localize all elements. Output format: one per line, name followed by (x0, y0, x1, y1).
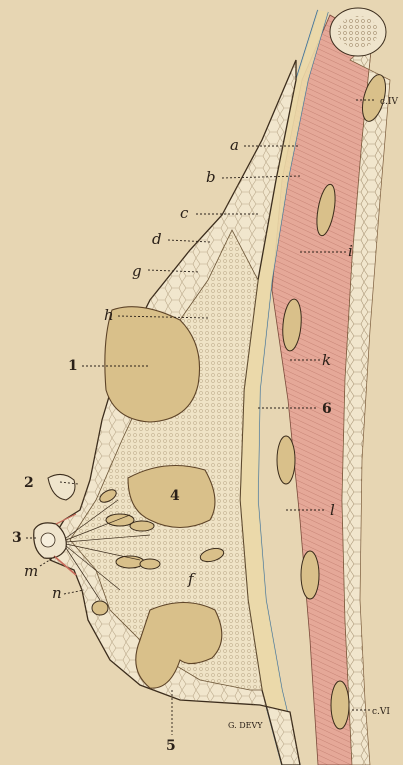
label-h: h (104, 306, 114, 324)
label-c4: c.IV (380, 97, 398, 107)
label-k: k (322, 351, 331, 369)
artist-signature: G. DEVY (228, 721, 263, 730)
rib-section (331, 681, 349, 729)
label-d: d (152, 230, 162, 248)
label-6: 6 (322, 401, 332, 417)
label-a: a (230, 136, 239, 154)
label-4: 4 (170, 488, 180, 504)
label-g: g (132, 262, 142, 280)
label-1: 1 (68, 358, 78, 374)
label-c6: c.VI (372, 707, 390, 717)
label-i: i (348, 242, 353, 260)
label-m: m (24, 562, 38, 580)
label-2: 2 (24, 475, 34, 491)
rib-section (277, 436, 295, 484)
label-c: c (180, 204, 189, 222)
label-l: l (330, 501, 335, 519)
label-n: n (52, 584, 62, 602)
label-5: 5 (166, 738, 176, 754)
rib-section (301, 551, 319, 599)
label-3: 3 (12, 530, 22, 546)
label-b: b (206, 168, 216, 186)
areola (48, 474, 75, 500)
